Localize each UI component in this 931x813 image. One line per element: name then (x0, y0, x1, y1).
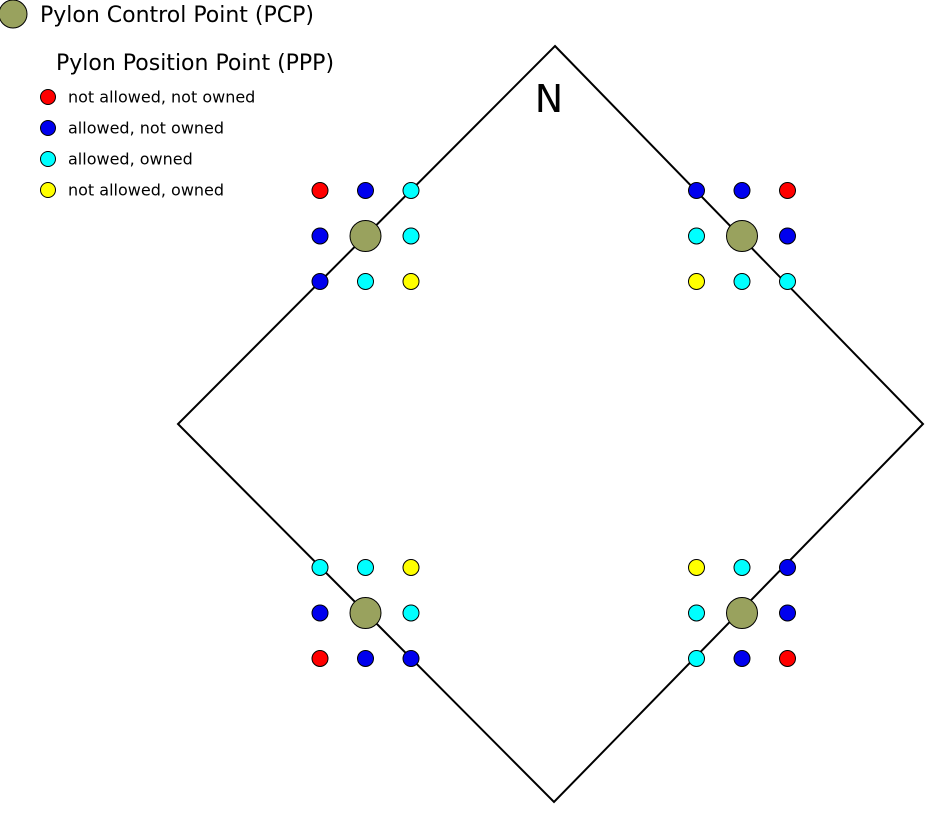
legend-dot-red (40, 89, 56, 105)
ppp-dot-blue (311, 227, 329, 245)
ppp-dot-blue (357, 182, 374, 199)
ppp-dot-yellow (402, 559, 420, 576)
legend-item-label: not allowed, not owned (68, 88, 255, 107)
compass-north-label: N (535, 77, 563, 121)
legend-ppp-label: Pylon Position Point (PPP) (56, 51, 334, 76)
ppp-dot-cyan (779, 273, 796, 290)
ppp-dot-cyan (311, 559, 329, 576)
legend-item-blue: allowed, not owned (40, 119, 224, 138)
ppp-dot-blue (779, 604, 796, 622)
pcp-circle (726, 597, 758, 629)
diamond-boundary (176, 44, 925, 804)
ppp-dot-red (779, 182, 796, 199)
legend: Pylon Control Point (PCP) Pylon Position… (0, 0, 334, 200)
pylon-cluster-top-right (688, 182, 796, 290)
pylon-cluster-bottom-right (688, 559, 796, 667)
legend-dot-yellow (40, 182, 56, 198)
legend-item-red: not allowed, not owned (40, 88, 255, 107)
ppp-dot-yellow (688, 273, 705, 290)
pcp-circle (349, 220, 382, 252)
legend-dot-blue (40, 120, 56, 136)
ppp-dot-cyan (357, 273, 374, 290)
ppp-dot-yellow (402, 273, 420, 290)
ppp-dot-blue (402, 650, 420, 667)
ppp-dot-cyan (688, 604, 705, 622)
ppp-dot-blue (779, 559, 796, 576)
ppp-dot-cyan (733, 273, 751, 290)
legend-items: not allowed, not owned allowed, not owned… (40, 88, 255, 200)
ppp-dot-cyan (733, 559, 751, 576)
ppp-dot-blue (311, 273, 329, 290)
legend-pcp-icon (0, 0, 28, 29)
legend-item-label: allowed, owned (68, 150, 193, 169)
ppp-dot-cyan (357, 559, 374, 576)
pcp-circle (349, 597, 382, 629)
ppp-dot-blue (733, 650, 751, 667)
legend-pcp-label: Pylon Control Point (PCP) (40, 3, 314, 28)
ppp-dot-blue (311, 604, 329, 622)
ppp-dot-red (779, 650, 796, 667)
legend-item-label: allowed, not owned (68, 119, 224, 138)
ppp-dot-cyan (688, 227, 705, 245)
ppp-dot-cyan (402, 227, 420, 245)
pylon-clusters (311, 182, 796, 667)
pylon-cluster-bottom-left (311, 559, 420, 667)
pylon-cluster-top-left (311, 182, 420, 290)
pcp-circle (726, 220, 758, 252)
ppp-dot-blue (779, 227, 796, 245)
ppp-dot-blue (733, 182, 751, 199)
ppp-dot-cyan (688, 650, 705, 667)
ppp-dot-blue (357, 650, 374, 667)
ppp-dot-red (311, 182, 329, 199)
ppp-dot-blue (688, 182, 705, 199)
ppp-dot-red (311, 650, 329, 667)
ppp-dot-cyan (402, 604, 420, 622)
legend-dot-cyan (40, 151, 56, 167)
legend-item-cyan: allowed, owned (40, 150, 193, 169)
legend-item-yellow: not allowed, owned (40, 181, 224, 200)
legend-item-label: not allowed, owned (68, 181, 224, 200)
ppp-dot-yellow (688, 559, 705, 576)
ppp-dot-cyan (402, 182, 420, 199)
